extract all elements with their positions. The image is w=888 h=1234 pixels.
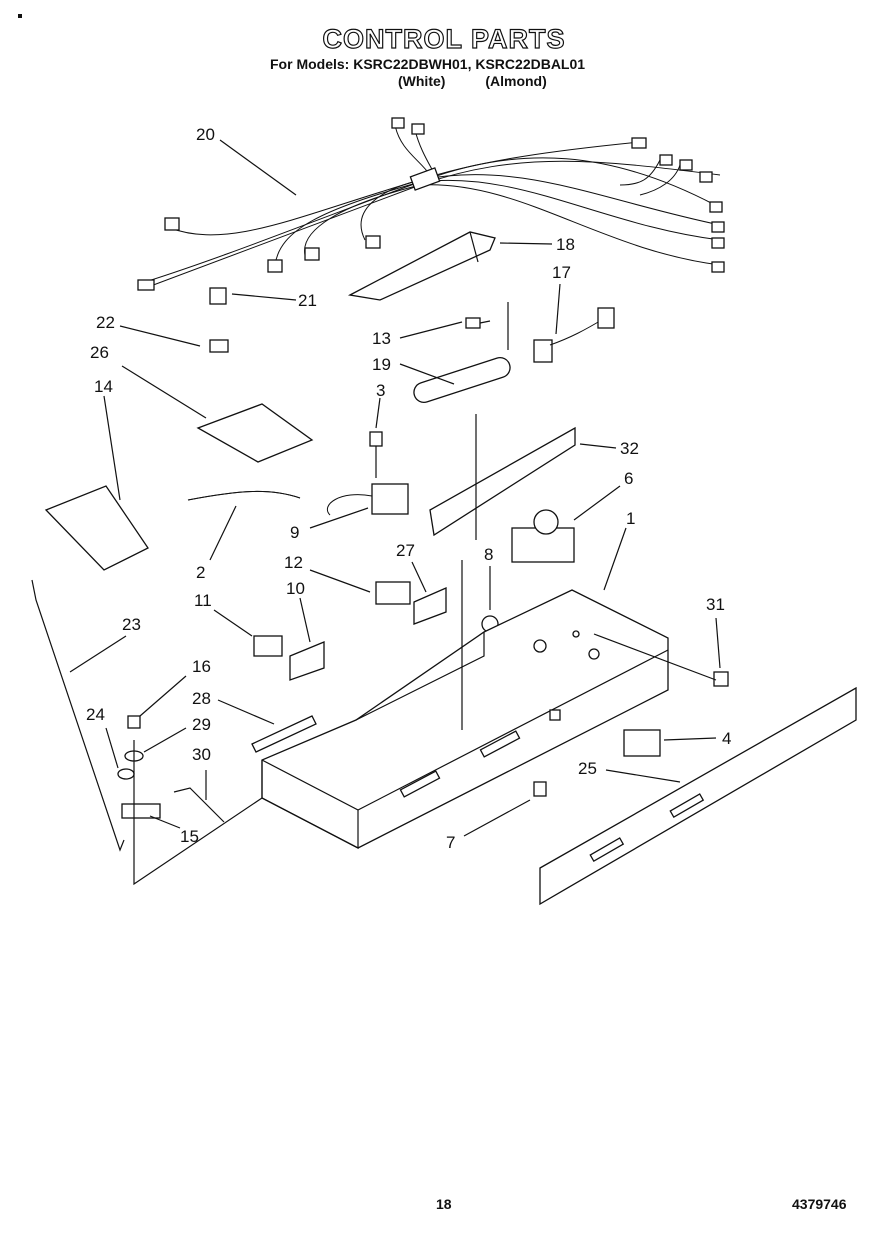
clip-part (209, 287, 227, 305)
callout-21: 21 (298, 291, 317, 310)
callout-28: 28 (192, 689, 211, 708)
callout-4: 4 (722, 729, 731, 748)
control-housing-part (261, 414, 669, 849)
label-27-part (413, 587, 447, 625)
model-numbers: For Models: KSRC22DBWH01, KSRC22DBAL01 (270, 56, 586, 72)
cover-plate-part (196, 403, 314, 463)
callout-24: 24 (86, 705, 105, 724)
callout-11: 11 (194, 591, 212, 610)
label-32-part (429, 426, 576, 537)
callout-7: 7 (446, 833, 455, 852)
connector-11-part (253, 635, 283, 657)
wire-harness-part (137, 117, 725, 291)
callout-12: 12 (284, 553, 303, 572)
callout-19: 19 (372, 355, 391, 374)
callout-labels: 20 18 17 21 22 13 26 19 14 3 32 6 9 2 1 … (86, 125, 731, 852)
thermostat-part (511, 509, 575, 563)
callout-18: 18 (556, 235, 575, 254)
callout-20: 20 (196, 125, 215, 144)
leader-lines (69, 139, 721, 837)
callout-16: 16 (192, 657, 211, 676)
callout-13: 13 (372, 329, 391, 348)
document-number: 4379746 (792, 1196, 847, 1212)
callout-15: 15 (180, 827, 199, 846)
switch-part (327, 431, 409, 516)
connector-12-part (375, 581, 411, 605)
callout-25: 25 (578, 759, 597, 778)
callout-27: 27 (396, 541, 415, 560)
callout-32: 32 (620, 439, 639, 458)
bracket-15-part (121, 803, 161, 819)
corner-mark (18, 14, 22, 18)
panel-part (44, 485, 149, 571)
label-10-part (289, 641, 325, 681)
page-number: 18 (436, 1196, 452, 1212)
callout-2: 2 (196, 563, 205, 582)
tube-part (187, 490, 301, 501)
callout-6: 6 (624, 469, 633, 488)
nut-24-part (117, 768, 135, 780)
callout-10: 10 (286, 579, 305, 598)
air-duct-strip-part (347, 231, 496, 301)
callout-26: 26 (90, 343, 109, 362)
callout-29: 29 (192, 715, 211, 734)
callout-31: 31 (706, 595, 725, 614)
callout-3: 3 (376, 381, 385, 400)
variant-almond: (Almond) (485, 73, 547, 89)
screw-7-part (533, 781, 547, 797)
page-title: CONTROL PARTS (322, 23, 566, 54)
callout-22: 22 (96, 313, 115, 332)
variant-white: (White) (398, 73, 446, 89)
clip-28-part (251, 715, 317, 753)
callout-14: 14 (94, 377, 113, 396)
callout-30: 30 (192, 745, 211, 764)
rod-part (31, 579, 125, 852)
color-variants: (White) (Almond) (398, 73, 547, 89)
screw-31-part (713, 671, 729, 687)
spring-30-part (173, 787, 225, 823)
switch-4-part (623, 729, 661, 757)
callout-1: 1 (626, 509, 635, 528)
callout-8: 8 (484, 545, 493, 564)
retainer-clip-part (209, 339, 229, 353)
callout-23: 23 (122, 615, 141, 634)
screw-16-part (127, 715, 141, 729)
heater-assembly-part (413, 302, 615, 404)
callout-17: 17 (552, 263, 571, 282)
callout-9: 9 (290, 523, 299, 542)
